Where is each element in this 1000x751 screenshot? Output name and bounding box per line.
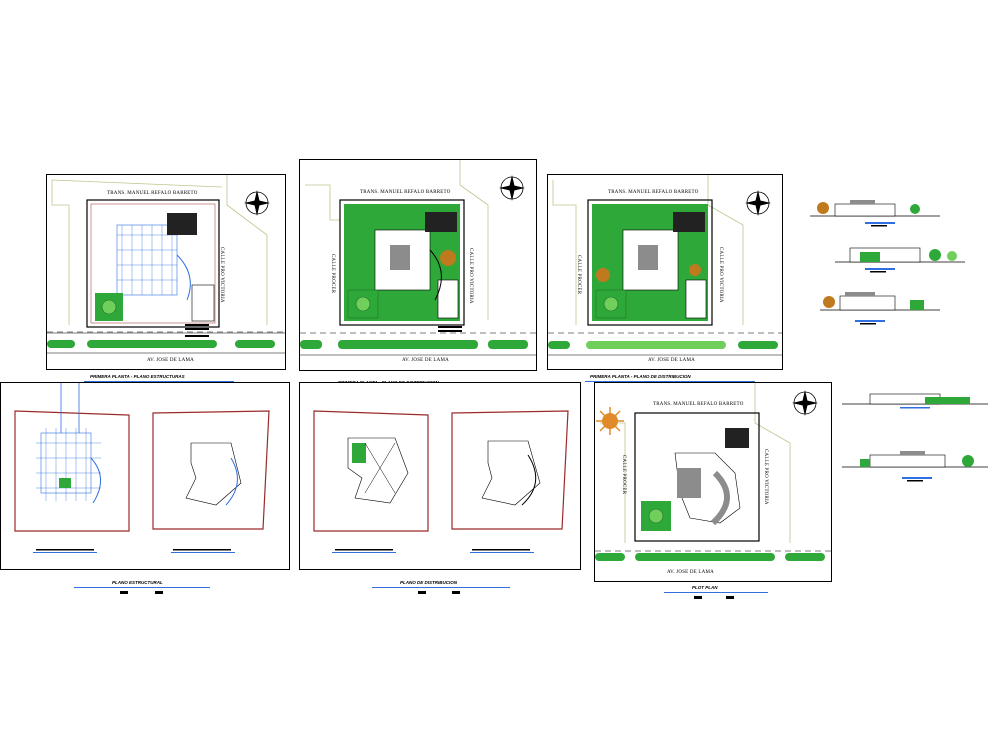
sheet4-title-underline (74, 587, 210, 588)
sheet4-scale-bar (120, 591, 128, 594)
north-arrow-icon (792, 390, 818, 416)
street-west-label: CALLE PROCER (621, 455, 626, 495)
street-east-label: CALLE PRO VICTORIA (219, 247, 224, 303)
sheet1-title: PRIMERA PLANTA - PLANO ESTRUCTURAS (90, 374, 185, 379)
north-arrow-icon (745, 190, 771, 216)
street-north-label: TRANS. MANUEL REFALO BARRETO (608, 190, 699, 195)
site-plan-structural-drawing (47, 175, 285, 354)
elevation-1 (810, 200, 940, 227)
street-west-label: CALLE PROCER (576, 255, 581, 295)
sheet4-scale-bar-2 (155, 591, 163, 594)
sun-icon (596, 407, 624, 435)
street-east-label: CALLE PRO VICTORIA (718, 247, 723, 303)
floor-plans-distribution-drawing (313, 410, 569, 553)
street-south-label: AV. JOSE DE LAMA (402, 358, 449, 363)
tree-icon (440, 250, 456, 266)
sheet-site-plan-landscape: TRANS. MANUEL REFALO BARRETO CALLE PRO V… (547, 174, 783, 370)
street-north-label: TRANS. MANUEL REFALO BARRETO (653, 402, 744, 407)
elevation-4 (842, 393, 988, 409)
north-arrow-icon (244, 190, 270, 216)
tree-icon (689, 264, 701, 276)
sheet3-title: PRIMERA PLANTA - PLANO DE DISTRIBUCION (590, 374, 691, 379)
sheet6-scale-bar (694, 596, 702, 599)
sheet5-title-underline (372, 587, 510, 588)
sheet6-scale-bar-2 (726, 596, 734, 599)
sheet5-scale-bar (418, 591, 426, 594)
sheet-floor-plans-distribution (299, 382, 581, 570)
sheet5-scale-bar-2 (452, 591, 460, 594)
elevation-2 (835, 247, 965, 273)
sheet-plot-plan: TRANS. MANUEL REFALO BARRETO CALLE PRO V… (594, 382, 832, 582)
sheet-floor-plans-structural (0, 382, 290, 570)
street-east-label: CALLE PRO VICTORIA (468, 248, 473, 304)
site-plan-distribution-drawing (300, 160, 536, 356)
street-east-label: CALLE PRO VICTORIA (763, 449, 768, 505)
sheet5-title: PLANO DE DISTRIBUCION (400, 580, 458, 585)
elevation-5 (842, 451, 988, 482)
sheet4-title: PLANO ESTRUCTURAL (112, 580, 163, 585)
site-plan-landscape-drawing (548, 175, 782, 356)
street-south-label: AV. JOSE DE LAMA (648, 358, 695, 363)
street-south-label: AV. JOSE DE LAMA (667, 570, 714, 575)
sheet6-title: PLOT PLAN (692, 585, 718, 590)
floor-plans-structural-drawing (14, 383, 270, 553)
plot-plan-drawing (595, 383, 831, 561)
street-west-label: CALLE PROCER (330, 254, 335, 294)
sheet3-title-underline (585, 381, 755, 382)
north-arrow-icon (499, 175, 525, 201)
street-north-label: TRANS. MANUEL REFALO BARRETO (360, 190, 451, 195)
street-south-label: AV. JOSE DE LAMA (147, 358, 194, 363)
sheet-site-plan-structural: TRANS. MANUEL REFALO BARRETO CALLE PRO V… (46, 174, 286, 370)
sheet6-title-underline (664, 592, 768, 593)
tree-icon (596, 268, 610, 282)
sheet1-title-underline (84, 381, 234, 382)
elevation-3 (820, 292, 940, 325)
street-north-label: TRANS. MANUEL REFALO BARRETO (107, 191, 198, 196)
sheet-site-plan-distribution: TRANS. MANUEL REFALO BARRETO CALLE PRO V… (299, 159, 537, 371)
